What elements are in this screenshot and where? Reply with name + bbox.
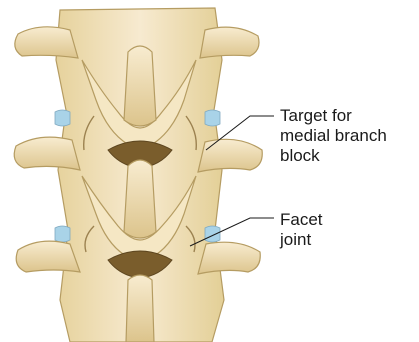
spinous-processes	[124, 46, 156, 342]
label-target-medial-branch-block: Target for medial branch block	[280, 106, 387, 166]
label-target-line1: Target for	[280, 106, 387, 126]
label-facet-joint: Facet joint	[280, 210, 323, 250]
label-facet-line2: joint	[280, 230, 323, 250]
label-target-line3: block	[280, 146, 387, 166]
label-facet-line1: Facet	[280, 210, 323, 230]
label-target-line2: medial branch	[280, 126, 387, 146]
